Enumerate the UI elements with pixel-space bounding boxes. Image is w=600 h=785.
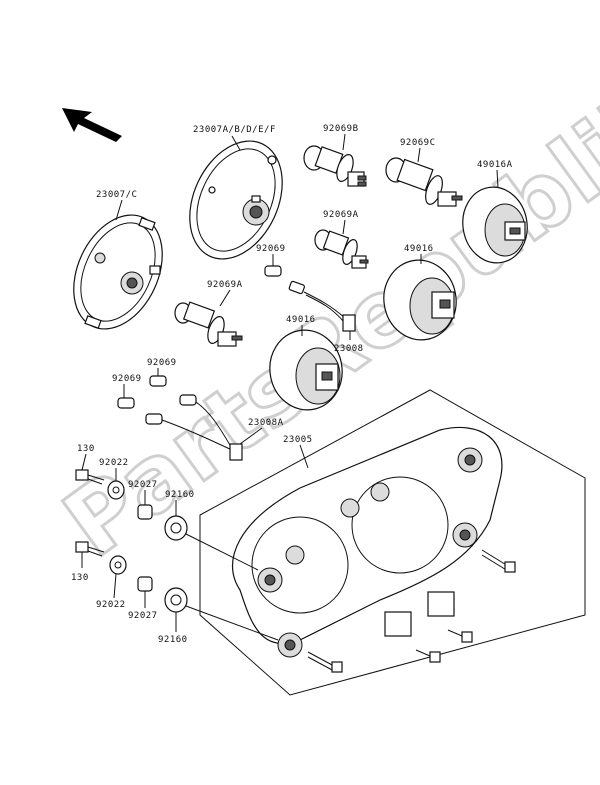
label-49016a: 49016A [477,160,513,170]
grommet-92160-top [164,515,188,541]
label-23005: 23005 [283,435,313,445]
label-92069-mid: 92069 [256,244,286,254]
socket-49016a [462,186,528,264]
label-49016-mid: 49016 [286,315,316,325]
bulb-92069a-top [314,229,369,269]
label-92027-top: 92027 [128,480,158,490]
label-92069a-top: 92069A [323,210,359,220]
direction-arrow-icon [62,108,122,142]
washer-92022-bot [109,555,127,575]
label-130-bot: 130 [71,573,89,583]
collar-92027-bot [137,576,153,592]
collar-92027-top [137,504,153,520]
label-92022-top: 92022 [99,458,129,468]
bulb-92069c [385,157,463,207]
label-92069-a: 92069 [147,358,177,368]
small-bulb-92069-mid [264,265,282,277]
label-92069-b: 92069 [112,374,142,384]
label-92160-bot: 92160 [158,635,188,645]
label-92027-bot: 92027 [128,611,158,621]
headlight-housing-23005 [199,389,586,696]
label-23008a: 23008A [248,418,284,428]
label-23008: 23008 [334,344,364,354]
label-92160-top: 92160 [165,490,195,500]
label-49016-right: 49016 [404,244,434,254]
leader-92160-top [185,533,259,571]
bulb-92069a-left [174,301,243,347]
socket-49016-right [383,259,457,341]
bolt-bottom [307,651,343,673]
label-130-top: 130 [77,444,95,454]
small-bulb-92069-b [117,397,135,409]
label-92069a-left: 92069A [207,280,243,290]
headlight-ring-23007abdef [189,140,283,260]
label-23007c: 23007/C [96,190,137,200]
wire-harness-23008a [145,394,243,461]
label-92069b: 92069B [323,124,359,134]
bolt-small-mid [415,649,441,663]
small-bulb-92069-a [149,375,167,387]
label-92022-bot: 92022 [96,600,126,610]
bulb-92069b [303,145,367,187]
headlight-ring-23007c [73,214,163,330]
bolt-right [481,549,516,573]
bolt-small-right [447,629,473,643]
leader-92160-bot [185,605,279,641]
leader-lines [81,133,499,632]
socket-49016-mid [269,329,343,411]
label-92069c: 92069C [400,138,436,148]
label-23007abdef: 23007A/B/D/E/F [193,125,276,135]
washer-92022-top [107,480,125,500]
wire-harness-23008 [288,280,356,332]
grommet-92160-bot [164,587,188,613]
